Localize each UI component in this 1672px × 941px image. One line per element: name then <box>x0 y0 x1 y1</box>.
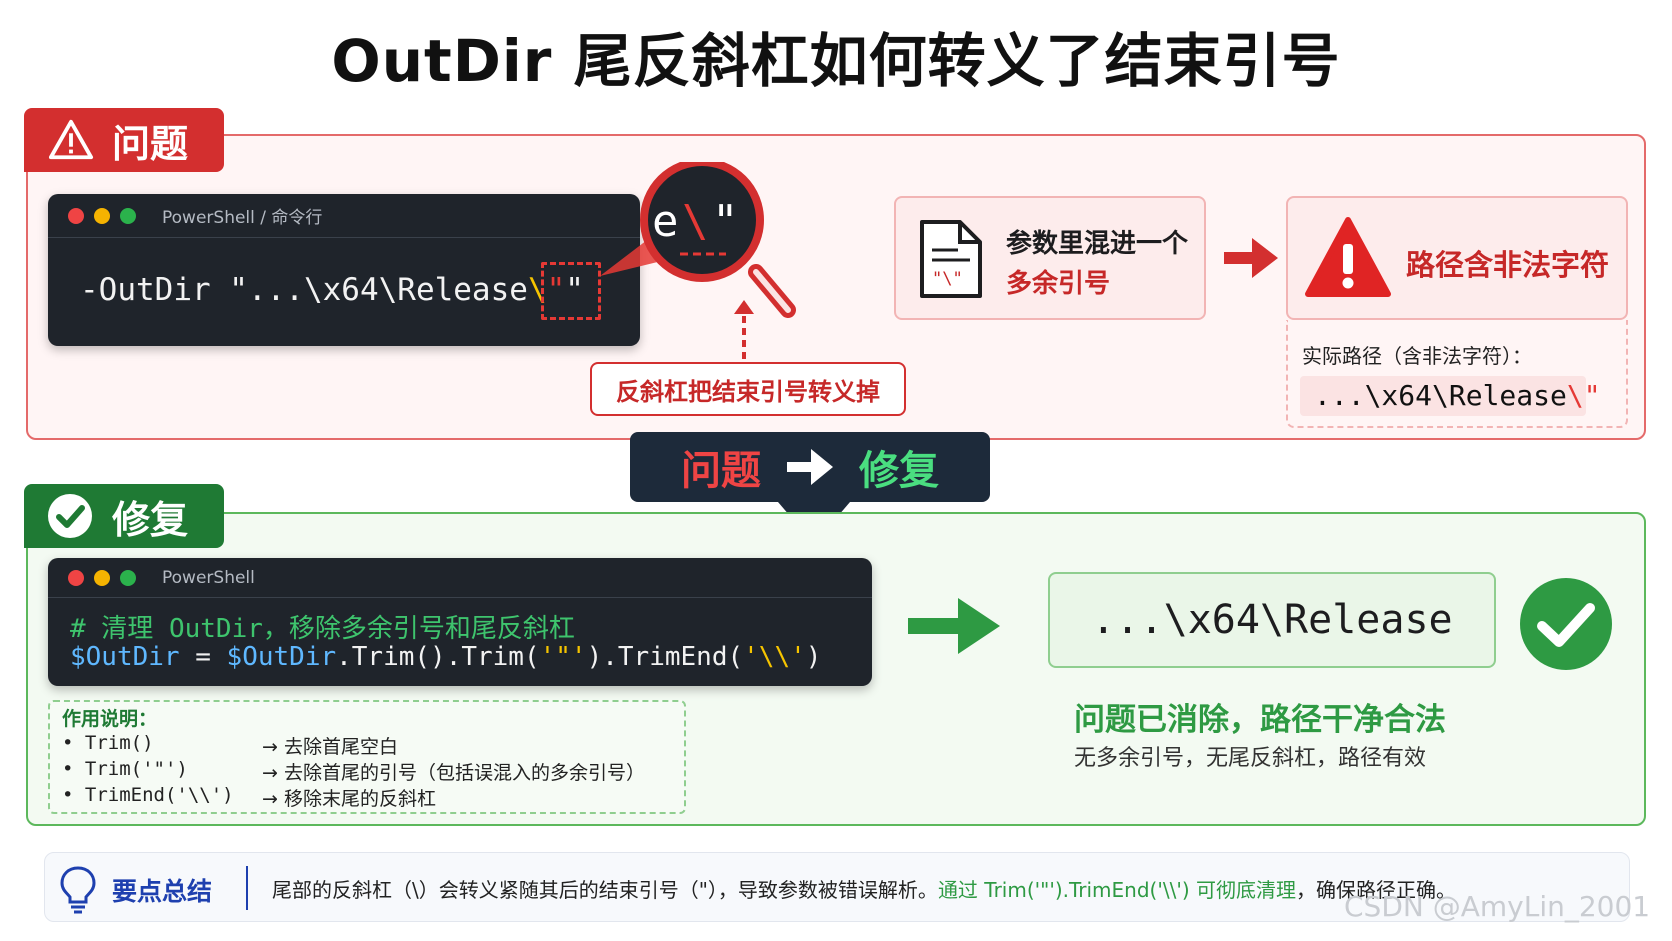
document-quote: "\" <box>932 269 963 289</box>
summary-label: 要点总结 <box>112 877 213 906</box>
code-arg2: '\\' <box>743 642 806 672</box>
warning-icon <box>48 119 94 160</box>
extra-quote-line2: 多余引号 <box>1006 269 1111 299</box>
explanation-box <box>48 700 686 814</box>
result-path: ...\x64\Release <box>1048 572 1496 668</box>
summary-text-3: ，确保路径正确。 <box>1295 878 1456 902</box>
fix-terminal: PowerShell # 清理 OutDir，移除多余引号和尾反斜杠 $OutD… <box>48 558 872 686</box>
summary-text: 尾部的反斜杠（\）会转义紧随其后的结束引号（"），导致参数被错误解析。通过 Tr… <box>272 874 1456 903</box>
result-heading: 问题已消除，路径干净合法 <box>1074 702 1446 738</box>
highlight-box <box>541 262 601 320</box>
code-arg1: '"' <box>539 642 587 672</box>
summary-text-2: 通过 Trim('"').TrimEnd('\\') 可彻底清理 <box>937 878 1296 902</box>
explanation-desc-3: → 移除末尾的反斜杠 <box>262 788 436 810</box>
summary-bar <box>44 852 1630 922</box>
banner-problem: 问题 <box>681 448 761 494</box>
magnifier-quote: " <box>712 196 739 247</box>
problem-terminal: PowerShell / 命令行 -OutDir "...\x64\Releas… <box>48 194 640 346</box>
arrow-right-icon <box>1224 238 1278 278</box>
success-check-icon <box>1520 578 1612 670</box>
alert-triangle-icon <box>1305 217 1391 297</box>
actual-path-prefix: ...\x64\Release <box>1314 379 1567 412</box>
magnifier-icon: e \ " <box>600 162 796 318</box>
actual-path-backslash: \ <box>1566 379 1584 412</box>
watermark: CSDN @AmyLin_2001 <box>1344 890 1651 923</box>
actual-path-value: ...\x64\Release\" <box>1300 376 1601 416</box>
minimize-dot <box>94 207 110 224</box>
lightbulb-icon <box>60 866 96 914</box>
illegal-char-box: 路径含非法字符 <box>1286 196 1628 320</box>
check-circle-icon <box>48 494 92 538</box>
code-comment: # 清理 OutDir，移除多余引号和尾反斜杠 <box>70 614 575 644</box>
illegal-char-text: 路径含非法字符 <box>1406 248 1610 282</box>
code-var2: $OutDir <box>226 642 337 672</box>
actual-path-label: 实际路径（含非法字符）： <box>1302 344 1532 368</box>
extra-quote-line1: 参数里混进一个 <box>1006 229 1189 259</box>
problem-to-fix-banner: 问题 修复 <box>630 432 990 502</box>
code-var1: $OutDir <box>70 642 180 672</box>
summary-text-1: 尾部的反斜杠（\）会转义紧随其后的结束引号（"），导致参数被错误解析。 <box>272 878 938 902</box>
code-call2: ).TrimEnd( <box>586 642 744 672</box>
result-subtext: 无多余引号，无尾反斜杠，路径有效 <box>1074 746 1427 771</box>
command-end-quote: " <box>565 272 584 308</box>
explanation-desc-2: → 去除首尾的引号（包括误混入的多余引号） <box>262 762 645 784</box>
page-title: OutDir 尾反斜杠如何转义了结束引号 <box>331 27 1341 95</box>
explanation-desc-1: → 去除首尾空白 <box>262 736 398 758</box>
problem-command: -OutDir "...\x64\Release\"" <box>80 272 584 308</box>
actual-path-panel <box>1286 320 1628 428</box>
dashed-up-arrow <box>734 300 754 360</box>
code-call3: ) <box>805 642 822 672</box>
summary-divider <box>246 866 248 910</box>
problem-tab-label: 问题 <box>112 121 189 166</box>
magnifier-backslash: \ <box>682 196 709 247</box>
fix-tab: 修复 <box>24 484 224 548</box>
escape-label: 反斜杠把结束引号转义掉 <box>590 362 906 416</box>
close-dot <box>68 207 84 224</box>
banner-fix: 修复 <box>859 448 939 494</box>
maximize-dot <box>120 569 136 586</box>
close-dot <box>68 569 84 586</box>
extra-quote-box: "\" 参数里混进一个 多余引号 <box>894 196 1206 320</box>
maximize-dot <box>120 207 136 224</box>
minimize-dot <box>94 569 110 586</box>
terminal-title: PowerShell <box>162 567 255 588</box>
problem-tab: 问题 <box>24 108 224 172</box>
code-line: $OutDir = $OutDir.Trim().Trim('"').TrimE… <box>70 642 821 672</box>
document-icon: "\" <box>920 220 982 298</box>
explanation-code-3: • TrimEnd('\\') <box>62 784 234 806</box>
explanation-code-1: • Trim() <box>62 732 154 754</box>
arrow-right-icon <box>908 598 1000 654</box>
terminal-title: PowerShell / 命令行 <box>162 208 323 228</box>
code-call1: .Trim().Trim( <box>336 642 540 672</box>
terminal-titlebar: PowerShell / 命令行 <box>48 194 640 238</box>
explanation-code-2: • Trim('"') <box>62 758 188 780</box>
fix-tab-label: 修复 <box>112 497 189 542</box>
magnifier-e: e <box>652 196 679 247</box>
escaped-quote: " <box>546 272 566 308</box>
code-eq: = <box>179 642 227 672</box>
command-prefix: -OutDir "...\x64\Release <box>80 272 528 308</box>
terminal-titlebar: PowerShell <box>48 558 872 598</box>
banner-arrow-icon <box>787 449 833 485</box>
actual-path-quote: " <box>1583 379 1601 412</box>
explanation-title: 作用说明： <box>62 708 158 730</box>
